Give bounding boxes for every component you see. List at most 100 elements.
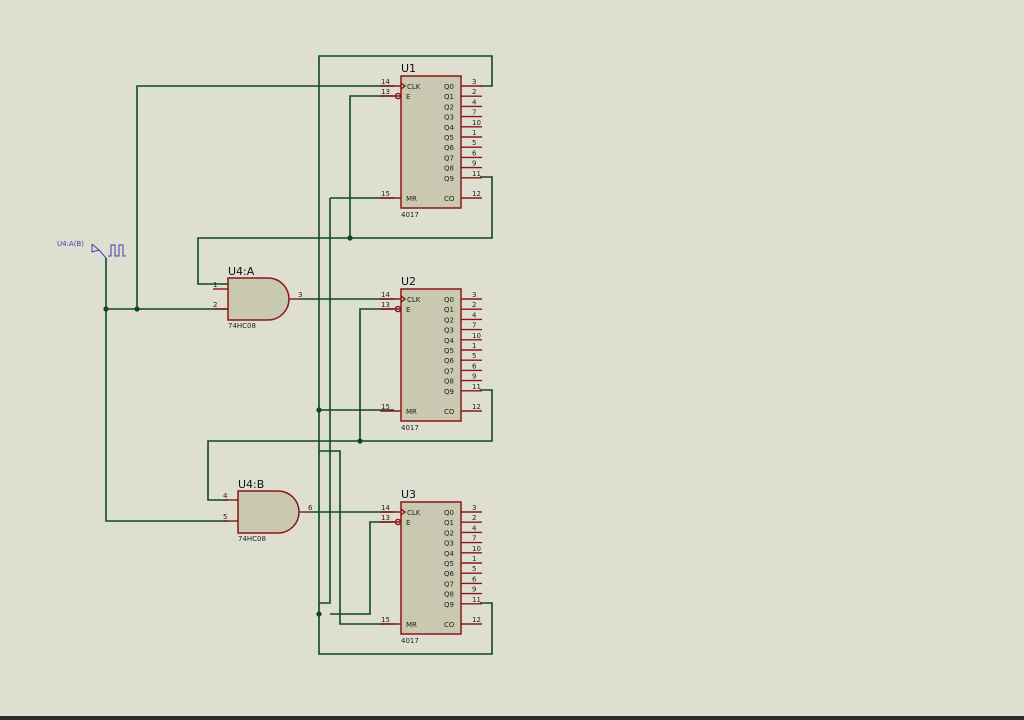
chip-pin-num: 15 (381, 190, 390, 198)
chip-pin-num: 10 (472, 545, 481, 553)
chip-pin-num: 11 (472, 596, 481, 604)
chip-pin-name: Q3 (444, 114, 454, 122)
chip-pin-num: 3 (472, 78, 476, 86)
chip-pin-num: 6 (472, 362, 477, 370)
chip-pin-name: Q4 (444, 124, 455, 132)
and-gate-u4a[interactable]: U4:A 1 2 3 74HC08 (213, 265, 302, 330)
chip-pin-num: 7 (472, 109, 476, 117)
chip-pin-num: 4 (472, 311, 477, 319)
junction-dot (347, 235, 353, 241)
chip-pin-name: Q3 (444, 327, 454, 335)
pulse-wave-icon (108, 244, 126, 257)
chip-pin-num: 3 (472, 291, 476, 299)
wires (105, 55, 493, 655)
chip-pin-num: 13 (381, 514, 390, 522)
chip-pin-name: Q0 (444, 296, 454, 304)
chip-pin-num: 10 (472, 119, 481, 127)
clock-generator[interactable]: U4:A(B) (57, 240, 126, 259)
generator-arrow (91, 243, 101, 253)
chip-pin-num: 10 (472, 332, 481, 340)
chip-pin-name: Q7 (444, 154, 454, 162)
chip-pin-name: Q5 (444, 134, 454, 142)
chip-pin-num: 7 (472, 535, 476, 543)
gate-pin-num: 1 (213, 281, 217, 289)
chip-pin-name: CO (444, 195, 455, 203)
gate-pin-num: 3 (298, 291, 302, 299)
junction-dot (357, 438, 363, 444)
chip-pin-num: 15 (381, 403, 390, 411)
wire-u1-q9-loop (197, 176, 493, 285)
chip-pin-name: Q6 (444, 570, 455, 578)
gate-pin-num: 2 (213, 301, 217, 309)
chip-pin-name: E (406, 306, 410, 314)
chip-pin-name: MR (406, 195, 417, 203)
chip-pin-num: 5 (472, 565, 476, 573)
inverter-bubble-icon (394, 305, 402, 313)
chip-pin-num: 2 (472, 301, 476, 309)
chip-ref: U3 (401, 488, 416, 501)
wire-u3-q9-loop (318, 602, 493, 655)
chip-body (400, 288, 462, 422)
chip-pin-name: Q8 (444, 378, 454, 386)
wire-clock-source (105, 258, 228, 522)
chip-pin-name: Q6 (444, 144, 455, 152)
junction-dot (316, 611, 322, 617)
wire-u1-mr-bus (319, 198, 331, 604)
chip-pin-num: 7 (472, 322, 476, 330)
chip-pin-num: 13 (381, 88, 390, 96)
and-gate-body (227, 277, 290, 321)
junction-dot (103, 306, 109, 312)
chip-pin-name: Q2 (444, 529, 454, 537)
chip-pin-name: MR (406, 408, 417, 416)
chip-pin-name: Q7 (444, 367, 454, 375)
chip-pin-name: Q7 (444, 580, 454, 588)
counter-u3[interactable]: U3401714CLK13E15MR3Q02Q14Q27Q310Q41Q55Q6… (380, 488, 482, 645)
chip-pin-name: Q2 (444, 316, 454, 324)
counter-u2[interactable]: U2401714CLK13E15MR3Q02Q14Q27Q310Q41Q55Q6… (380, 275, 482, 432)
chip-pin-num: 12 (472, 616, 481, 624)
chip-pin-num: 1 (472, 342, 476, 350)
chip-pin-name: Q4 (444, 550, 455, 558)
chip-pin-name: Q8 (444, 165, 454, 173)
clock-edge-icon (400, 295, 407, 303)
inverter-bubble-icon (394, 518, 402, 526)
chip-pin-name: CO (444, 621, 455, 629)
chip-pin-num: 3 (472, 504, 476, 512)
chip-body (400, 501, 462, 635)
chip-pin-name: Q9 (444, 601, 454, 609)
gate-pin-num: 6 (308, 504, 313, 512)
chip-pin-num: 12 (472, 403, 481, 411)
chip-pin-name: Q3 (444, 540, 454, 548)
chip-pin-name: Q2 (444, 103, 454, 111)
chip-pin-num: 13 (381, 301, 390, 309)
chip-pin-name: CLK (407, 296, 421, 304)
wire-u3-mr (319, 450, 394, 625)
chip-pin-name: Q9 (444, 388, 454, 396)
chip-pin-name: Q5 (444, 560, 454, 568)
chip-pin-name: Q4 (444, 337, 455, 345)
chip-device: 4017 (401, 424, 419, 432)
chip-pin-name: Q9 (444, 175, 454, 183)
chip-pin-num: 14 (381, 504, 390, 512)
generator-lead (98, 249, 107, 259)
chip-pin-name: Q0 (444, 83, 454, 91)
chip-pin-num: 11 (472, 170, 481, 178)
chip-pin-num: 12 (472, 190, 481, 198)
chip-pin-name: CLK (407, 83, 421, 91)
chip-pin-name: CLK (407, 509, 421, 517)
gate-ref: U4:A (228, 265, 255, 278)
chip-pin-num: 4 (472, 524, 477, 532)
clock-edge-icon (400, 82, 407, 90)
clock-edge-icon (400, 508, 407, 516)
counter-u1[interactable]: U1401714CLK13E15MR3Q02Q14Q27Q310Q41Q55Q6… (380, 62, 482, 219)
chip-pin-num: 6 (472, 149, 477, 157)
and-gate-u4b[interactable]: U4:B 4 5 6 74HC08 (223, 478, 313, 543)
chip-pin-name: Q8 (444, 591, 454, 599)
chip-ref: U1 (401, 62, 416, 75)
chip-pin-num: 9 (472, 586, 476, 594)
chip-pin-num: 15 (381, 616, 390, 624)
chip-ref: U2 (401, 275, 416, 288)
wire-u1-enable (349, 95, 394, 238)
